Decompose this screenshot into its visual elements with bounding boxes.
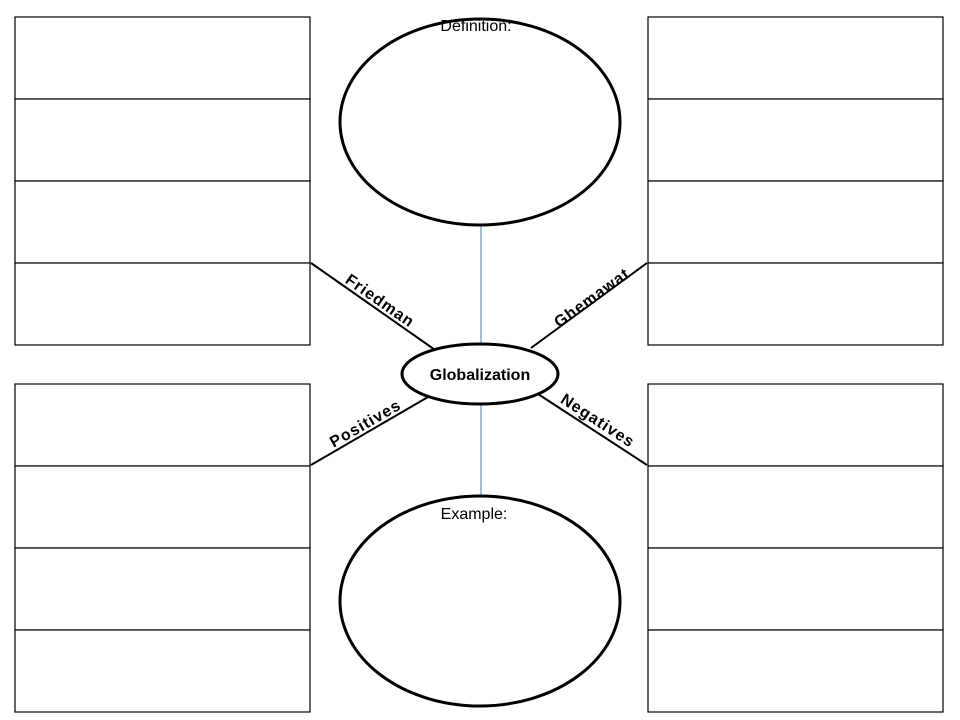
ghemawat-connector <box>530 262 648 349</box>
negatives-connector <box>537 393 648 466</box>
friedman-label: Friedman <box>342 271 417 331</box>
top-right-box-1[interactable] <box>647 16 944 100</box>
definition-label: Definition: <box>440 18 511 35</box>
positives-connector <box>310 396 429 466</box>
globalization-center-node[interactable] <box>400 342 560 406</box>
definition-circle[interactable] <box>338 17 622 227</box>
top-right-box-2[interactable] <box>647 98 944 182</box>
bottom-left-box-3[interactable] <box>14 547 311 631</box>
example-label: Example: <box>441 506 508 523</box>
bottom-left-box-group <box>14 383 311 713</box>
top-right-box-group <box>647 16 944 346</box>
bottom-right-box-1[interactable] <box>647 383 944 467</box>
example-circle[interactable] <box>338 494 622 708</box>
top-right-box-4[interactable] <box>647 262 944 346</box>
bottom-right-box-2[interactable] <box>647 465 944 549</box>
top-left-box-3[interactable] <box>14 180 311 264</box>
top-left-box-1[interactable] <box>14 16 311 100</box>
top-right-box-3[interactable] <box>647 180 944 264</box>
bottom-right-box-group <box>647 383 944 713</box>
negatives-label: Negatives <box>557 391 637 451</box>
bottom-left-box-4[interactable] <box>14 629 311 713</box>
bottom-right-box-4[interactable] <box>647 629 944 713</box>
top-left-box-group <box>14 16 311 346</box>
ghemawat-label: Ghemawat <box>551 265 633 331</box>
bottom-right-box-3[interactable] <box>647 547 944 631</box>
positives-label: Positives <box>327 397 404 451</box>
bottom-left-box-2[interactable] <box>14 465 311 549</box>
friedman-connector <box>310 262 439 353</box>
globalization-label: Globalization <box>430 367 530 384</box>
top-left-box-2[interactable] <box>14 98 311 182</box>
bottom-left-box-1[interactable] <box>14 383 311 467</box>
top-left-box-4[interactable] <box>14 262 311 346</box>
